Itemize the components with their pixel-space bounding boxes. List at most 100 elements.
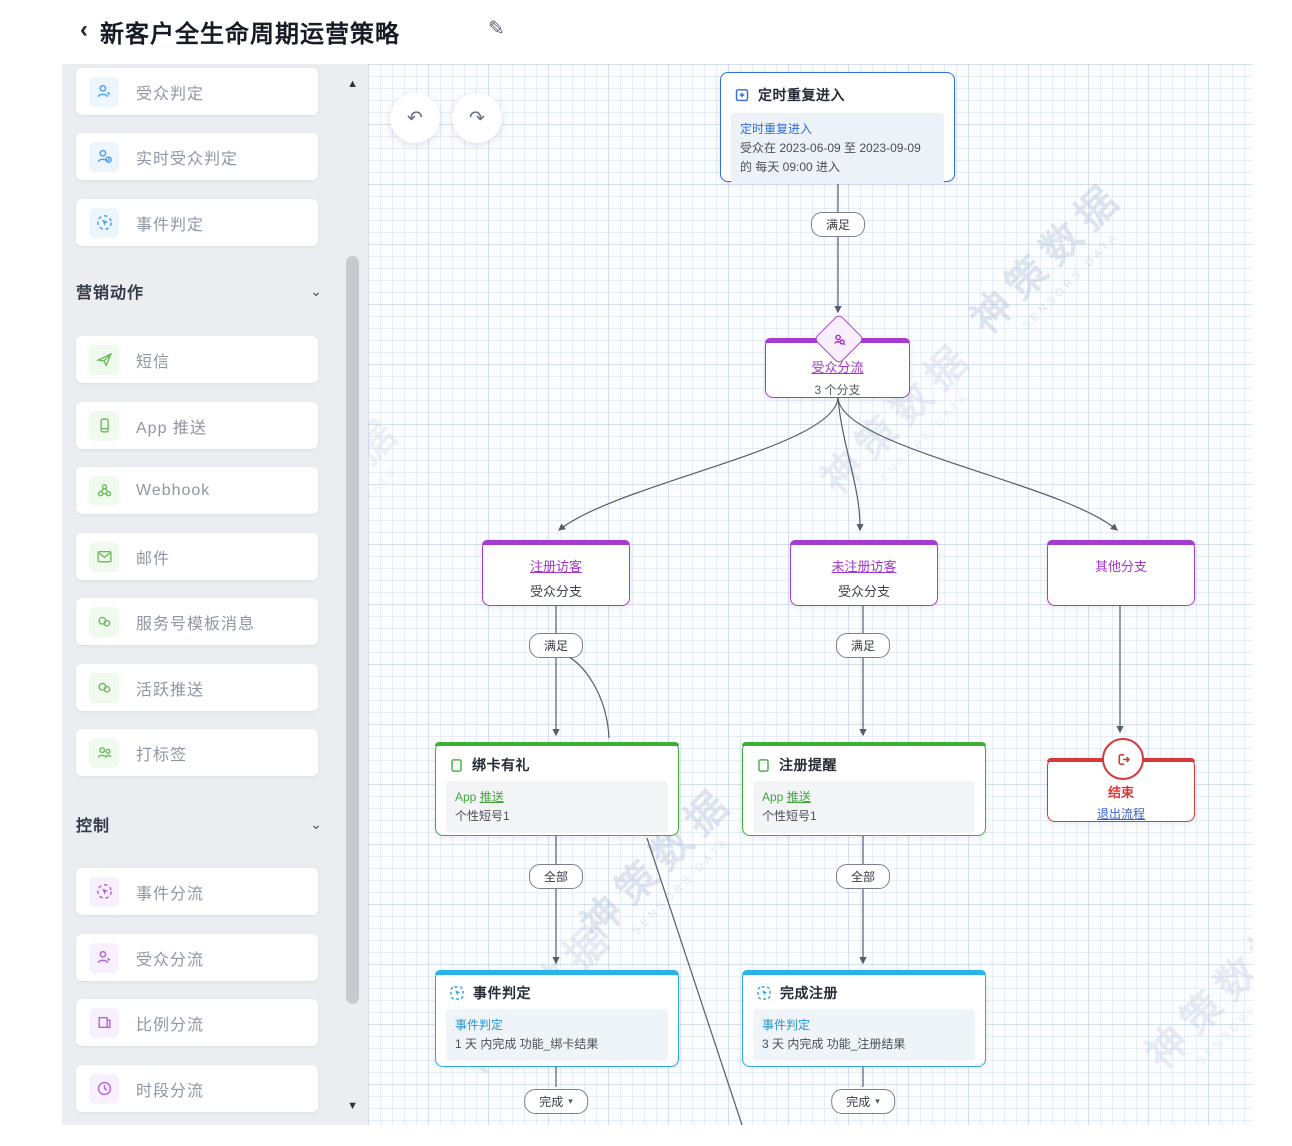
sidebar-item-label: 受众判定: [136, 85, 205, 103]
sidebar-item-tag[interactable]: 打标签: [76, 729, 318, 776]
redo-icon: ↷: [469, 107, 485, 129]
split-branch-count: 3 个分支: [814, 383, 861, 397]
sidebar-item-email[interactable]: 邮件: [76, 533, 318, 580]
node-end-exit-flow[interactable]: 结束 退出流程: [1047, 738, 1195, 822]
edge-label-satisfy[interactable]: 满足: [810, 212, 866, 237]
node-branch-registered-visitor[interactable]: 注册访客 受众分支: [482, 540, 630, 606]
sidebar-item-realtime-audience-judge[interactable]: 实时受众判定: [76, 133, 318, 180]
sidebar-item-webhook[interactable]: Webhook: [76, 467, 318, 514]
entry-config-link[interactable]: 定时重复进入: [740, 122, 813, 136]
sidebar-item-label: App 推送: [136, 419, 207, 437]
app-push-icon: [89, 410, 119, 441]
sidebar-item-audience-judge[interactable]: 受众判定: [76, 68, 318, 115]
node-audience-split[interactable]: 受众分流 3 个分支: [765, 313, 910, 398]
edge-label-text: 全部: [543, 870, 569, 884]
sidebar-item-audience-split[interactable]: 受众分流: [76, 934, 318, 981]
sidebar-item-time-split[interactable]: 时段分流: [76, 1065, 318, 1112]
edge-label-complete[interactable]: 完成 ▾: [524, 1089, 588, 1114]
sms-icon: [89, 344, 119, 375]
edge-label-text: 完成: [539, 1095, 564, 1109]
tag-icon: [89, 737, 119, 768]
channel-label: App: [762, 790, 784, 804]
sidebar-item-ratio-split[interactable]: 比例分流: [76, 999, 318, 1046]
undo-button[interactable]: ↶: [390, 93, 440, 143]
edge-label-text: 满足: [825, 218, 851, 232]
branch-type-label: 受众分支: [837, 584, 890, 599]
sidebar-item-label: 邮件: [136, 550, 171, 568]
node-title: 完成注册: [780, 985, 838, 1001]
push-config-link[interactable]: 推送: [786, 790, 811, 804]
push-detail: 个性短号1: [762, 809, 817, 823]
node-branch-unregistered-visitor[interactable]: 未注册访客 受众分支: [790, 540, 938, 606]
calendar-entry-icon: [734, 87, 750, 103]
sidebar-item-event-split[interactable]: 事件分流: [76, 868, 318, 915]
branch-name-link[interactable]: 未注册访客: [831, 559, 897, 574]
node-push-register-reminder[interactable]: 注册提醒 App 推送 个性短号1: [742, 742, 986, 836]
node-color-bar: [742, 742, 986, 746]
node-title: 绑卡有礼: [472, 757, 530, 773]
sidebar-item-service-template-message[interactable]: 服务号模板消息: [76, 598, 318, 645]
scroll-up-icon[interactable]: ▲: [347, 78, 358, 90]
scrollbar-thumb[interactable]: [346, 256, 359, 1004]
section-marketing-actions[interactable]: 营销动作 ⌄: [76, 276, 326, 306]
sidebar-item-active-push[interactable]: 活跃推送: [76, 664, 318, 711]
scroll-down-icon[interactable]: ▼: [347, 1100, 358, 1112]
branch-name-label: 其他分支: [1094, 559, 1147, 574]
caret-down-icon: ▾: [568, 1096, 573, 1106]
event-detail: 1 天 内完成 功能_绑卡结果: [455, 1037, 599, 1051]
sidebar-item-sms[interactable]: 短信: [76, 336, 318, 383]
sidebar-item-event-judge[interactable]: 事件判定: [76, 199, 318, 246]
exit-flow-link[interactable]: 退出流程: [1096, 807, 1145, 821]
event-config-link[interactable]: 事件判定: [455, 1018, 504, 1032]
node-event-judge-card-binding[interactable]: 事件判定 事件判定 1 天 内完成 功能_绑卡结果: [435, 970, 679, 1067]
sidebar-item-label: 服务号模板消息: [136, 615, 256, 633]
sidebar-item-label: 比例分流: [136, 1016, 205, 1034]
undo-icon: ↶: [407, 107, 423, 129]
sidebar-scrollbar[interactable]: ▲ ▼: [346, 64, 364, 1125]
event-detail: 3 天 内完成 功能_注册结果: [762, 1037, 906, 1051]
time-split-icon: [89, 1073, 119, 1104]
node-push-card-binding-gift[interactable]: 绑卡有礼 App 推送 个性短号1: [435, 742, 679, 836]
event-judge-icon: [449, 985, 465, 1001]
sidebar-item-label: 活跃推送: [136, 681, 205, 699]
branch-name-link[interactable]: 注册访客: [529, 559, 582, 574]
node-palette-sidebar: 受众判定 实时受众判定 事件判定 营销动作 ⌄ 短信 App 推送 Webhoo…: [62, 64, 368, 1125]
template-message-icon: [89, 606, 119, 637]
sidebar-item-label: Webhook: [136, 481, 211, 499]
sidebar-item-app-push[interactable]: App 推送: [76, 402, 318, 449]
audience-split-icon: [89, 942, 119, 973]
audience-split-icon: [831, 332, 846, 347]
sidebar-item-label: 时段分流: [136, 1082, 205, 1100]
split-diamond: [813, 313, 864, 365]
node-title: 定时重复进入: [758, 87, 845, 103]
edge-label-satisfy[interactable]: 满足: [835, 633, 891, 658]
active-push-icon: [89, 672, 119, 703]
edit-title-icon[interactable]: ✎: [488, 18, 505, 40]
caret-down-icon: ▾: [875, 1096, 880, 1106]
edge-label-all[interactable]: 全部: [835, 864, 891, 889]
node-event-judge-complete-register[interactable]: 完成注册 事件判定 3 天 内完成 功能_注册结果: [742, 970, 986, 1067]
ratio-split-icon: [89, 1007, 119, 1038]
split-config-link[interactable]: 受众分流: [811, 360, 864, 375]
realtime-audience-judge-icon: [89, 141, 119, 172]
sidebar-item-label: 短信: [136, 353, 171, 371]
edge-label-complete[interactable]: 完成 ▾: [831, 1089, 895, 1114]
event-judge-icon: [89, 207, 119, 238]
push-config-link[interactable]: 推送: [479, 790, 504, 804]
node-timed-repeat-entry[interactable]: 定时重复进入 定时重复进入 受众在 2023-06-09 至 2023-09-0…: [720, 72, 955, 184]
node-color-bar: [435, 970, 679, 975]
redo-button[interactable]: ↷: [452, 93, 502, 143]
section-control[interactable]: 控制 ⌄: [76, 809, 326, 839]
branch-type-label: 受众分支: [529, 584, 582, 599]
event-config-link[interactable]: 事件判定: [762, 1018, 811, 1032]
edge-label-satisfy[interactable]: 满足: [528, 633, 584, 658]
back-button[interactable]: ‹: [80, 16, 88, 43]
node-title: 事件判定: [473, 985, 531, 1001]
node-branch-other[interactable]: 其他分支: [1047, 540, 1195, 606]
entry-detail-line2: 的 每天 09:00 进入: [740, 160, 841, 174]
sidebar-item-label: 受众分流: [136, 951, 205, 969]
edge-label-all[interactable]: 全部: [528, 864, 584, 889]
